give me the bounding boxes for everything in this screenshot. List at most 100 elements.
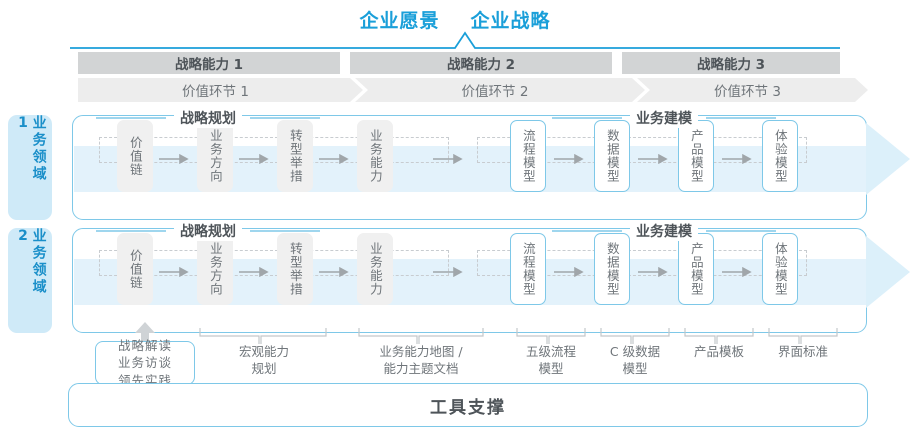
domain-label-2[interactable]: 业务领域 2 — [8, 228, 52, 333]
node-label: 转型举措 — [287, 242, 303, 296]
value-chain-chevron-1[interactable]: 价值环节 1 — [78, 78, 363, 102]
value-chain-row: 价值环节 1 价值环节 2 价值环节 3 — [78, 78, 868, 102]
dashed-track-right-1 — [477, 137, 807, 163]
value-chain-label-3: 价值环节 3 — [714, 84, 781, 100]
rule-line — [552, 230, 622, 232]
arrow-icon — [319, 267, 349, 277]
tool-support-container: 工具支撑 — [68, 383, 868, 427]
brace-product-template — [684, 328, 754, 344]
bottom-label-ui-standard: 界面标准 — [777, 344, 828, 359]
bottom-label-process-model: 五级流程 模型 — [525, 344, 576, 376]
node-data-model-1[interactable]: 数据模型 — [594, 120, 630, 192]
arrow-icon — [638, 267, 668, 277]
arrow-icon — [319, 154, 349, 164]
arrow-icon — [239, 154, 269, 164]
up-arrow-icon — [135, 322, 155, 348]
node-business-direction-1[interactable]: 业务方向 — [197, 120, 233, 192]
arrow-icon — [638, 154, 668, 164]
node-transformation-1[interactable]: 转型举措 — [277, 120, 313, 192]
capability-bar-1[interactable]: 战略能力 1 — [78, 52, 340, 74]
node-label: 数据模型 — [604, 129, 620, 183]
node-process-model-2[interactable]: 流程模型 — [510, 233, 546, 305]
brace-data-model — [600, 328, 670, 344]
node-label: 流程模型 — [520, 242, 536, 296]
value-chain-label-2: 价值环节 2 — [461, 84, 529, 100]
arrow-icon — [554, 154, 584, 164]
domain-label-1-text: 业务领域 1 — [15, 115, 47, 183]
node-product-model-2[interactable]: 产品模型 — [678, 233, 714, 305]
section-title: 战略规划 — [174, 108, 242, 128]
node-label: 体验模型 — [772, 242, 788, 296]
node-label: 价值链 — [127, 135, 143, 177]
domain-label-1[interactable]: 业务领域 1 — [8, 115, 52, 220]
arrow-icon — [159, 267, 189, 277]
node-experience-model-2[interactable]: 体验模型 — [762, 233, 798, 305]
node-label: 价值链 — [127, 248, 143, 290]
node-label: 流程模型 — [520, 129, 536, 183]
rule-line — [706, 230, 776, 232]
rule-line — [96, 117, 166, 119]
node-process-model-1[interactable]: 流程模型 — [510, 120, 546, 192]
section-header-modeling-2: 业务建模 — [552, 221, 776, 241]
brace-process-model — [516, 328, 586, 344]
node-label: 产品模型 — [688, 242, 704, 296]
rule-line — [552, 117, 622, 119]
arrow-icon — [554, 267, 584, 277]
node-business-capability-2[interactable]: 业务能力 — [357, 233, 393, 305]
node-label: 体验模型 — [772, 129, 788, 183]
capability-bar-3[interactable]: 战略能力 3 — [622, 52, 840, 74]
node-label: 业务能力 — [367, 129, 383, 183]
dashed-track-left-2 — [99, 250, 449, 276]
section-title: 业务建模 — [630, 221, 698, 241]
node-label: 业务方向 — [207, 129, 223, 183]
brace-ui-standard — [768, 328, 838, 344]
peak-connector-line — [70, 31, 840, 49]
value-chain-label-1: 价值环节 1 — [182, 84, 249, 100]
node-product-model-1[interactable]: 产品模型 — [678, 120, 714, 192]
arrow-icon — [239, 267, 269, 277]
rule-line — [706, 117, 776, 119]
bottom-label-macro-capability: 宏观能力 规划 — [238, 344, 289, 376]
dashed-track-right-2 — [477, 250, 807, 276]
flow-band-arrow-1 — [866, 123, 910, 195]
node-business-direction-2[interactable]: 业务方向 — [197, 233, 233, 305]
section-header-strategy-2: 战略规划 — [96, 221, 320, 241]
value-chain-chevron-2[interactable]: 价值环节 2 — [355, 78, 645, 102]
domain-row-2: 价值链 业务方向 转型举措 业务能力 流程模型 数据模型 产品模型 体验模型 — [72, 228, 910, 333]
arrow-icon — [159, 154, 189, 164]
section-title: 战略规划 — [174, 221, 242, 241]
arrow-icon — [433, 154, 463, 164]
rule-line — [96, 230, 166, 232]
domain-row-1: 价值链 业务方向 转型举措 业务能力 流程模型 数据模型 产品模型 体验模型 — [72, 115, 910, 220]
rule-line — [250, 230, 320, 232]
node-label: 业务方向 — [207, 242, 223, 296]
tool-box-strategy-input[interactable]: 战略解读 业务访谈 领先实践 — [95, 338, 195, 388]
node-label: 产品模型 — [688, 129, 704, 183]
node-label: 转型举措 — [287, 129, 303, 183]
capability-bar-row: 战略能力 1 战略能力 2 战略能力 3 — [78, 52, 840, 74]
dashed-track-left-1 — [99, 137, 449, 163]
node-data-model-2[interactable]: 数据模型 — [594, 233, 630, 305]
domain-label-2-text: 业务领域 2 — [15, 228, 47, 296]
value-chain-chevron-3[interactable]: 价值环节 3 — [637, 78, 868, 102]
brace-macro-capability — [199, 328, 327, 344]
top-titles: 企业愿景 企业战略 — [0, 6, 910, 33]
node-business-capability-1[interactable]: 业务能力 — [357, 120, 393, 192]
capability-label-2: 战略能力 2 — [446, 57, 516, 73]
enterprise-vision-title: 企业愿景 — [359, 10, 440, 32]
arrow-icon — [433, 267, 463, 277]
node-transformation-2[interactable]: 转型举措 — [277, 233, 313, 305]
bottom-label-capability-map: 业务能力地图 / 能力主题文档 — [379, 344, 463, 376]
rule-line — [250, 117, 320, 119]
node-experience-model-1[interactable]: 体验模型 — [762, 120, 798, 192]
enterprise-strategy-title: 企业战略 — [470, 10, 551, 32]
bottom-label-product-template: 产品模板 — [693, 344, 744, 359]
node-value-chain-2[interactable]: 价值链 — [117, 233, 153, 305]
bottom-label-data-model: C 级数据 模型 — [609, 344, 661, 376]
capability-bar-2[interactable]: 战略能力 2 — [350, 52, 612, 74]
node-value-chain-1[interactable]: 价值链 — [117, 120, 153, 192]
section-header-modeling-1: 业务建模 — [552, 108, 776, 128]
capability-label-1: 战略能力 1 — [174, 57, 244, 73]
node-label: 数据模型 — [604, 242, 620, 296]
